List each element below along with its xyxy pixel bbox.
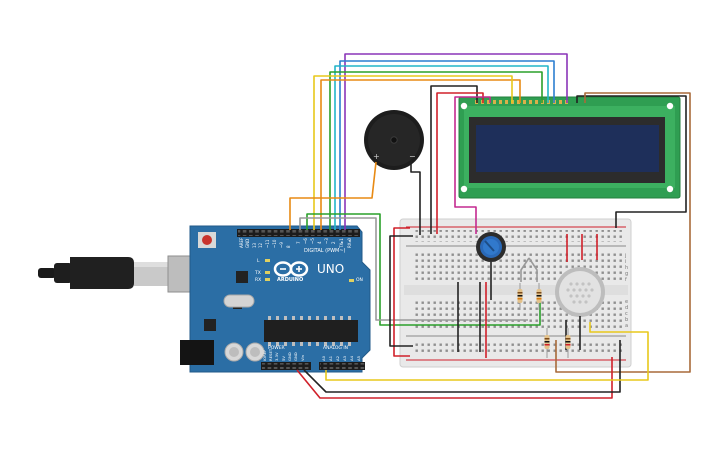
pin-label: ~11 (265, 239, 270, 248)
pin-label: 5V (281, 356, 286, 361)
wire-blue (339, 60, 555, 230)
row-letter: f (625, 277, 627, 283)
pin-label: A5 (356, 355, 361, 361)
buzzer-icon[interactable]: + − (364, 110, 424, 170)
pin-label: A4 (349, 355, 354, 361)
pin-label: 7 (296, 241, 301, 244)
pin-label: 12 (258, 242, 263, 248)
wire-yellow-a0 (325, 322, 649, 381)
pin-label: GND (293, 352, 298, 361)
row-letter: b (625, 317, 628, 323)
pin-label: A0 (321, 355, 326, 361)
led-label-rx: RX (255, 277, 261, 283)
wire-green-2 (306, 213, 541, 326)
pin-label: ~10 (272, 239, 277, 248)
pin-label: ~9 (279, 242, 284, 248)
wire-black-buzzer (410, 160, 421, 235)
analog-header-label: ANALOG IN (323, 345, 348, 351)
pin-label: ~6 (303, 238, 308, 244)
pin-label: A2 (335, 355, 340, 361)
wire-green (329, 71, 543, 230)
pin-label: ~5 (310, 238, 315, 244)
arduino-logo-icon (273, 261, 309, 277)
pin-label: 4 (317, 241, 322, 244)
arduino-uno-label: UNO (317, 262, 344, 276)
wire-black-lcd (430, 85, 478, 234)
led-label-l: L (257, 258, 260, 264)
wire-orange-buzzer (289, 161, 377, 230)
potentiometer-icon[interactable] (476, 232, 506, 262)
pin-label: RX◂0 (347, 237, 352, 248)
breadboard-row-letters: j i h g f e d c b a (624, 253, 628, 329)
row-letter: h (625, 265, 628, 271)
row-letter: d (625, 305, 628, 311)
pin-label: TX▸1 (339, 238, 344, 249)
digital-pwm-label: DIGITAL (PWM~) (304, 248, 346, 254)
pin-label: GND (245, 239, 250, 248)
led-label-tx: TX (254, 270, 261, 276)
pin-label: GND (287, 352, 292, 361)
row-letter: a (625, 323, 628, 329)
pin-label: 13 (252, 242, 257, 248)
pin-label: RESET (268, 348, 273, 361)
pin-label: 8 (286, 245, 291, 248)
lcd-display-icon[interactable] (458, 96, 681, 199)
wire-black-rail (389, 235, 413, 347)
led-label-on: ON (356, 277, 363, 283)
wire-red-lcd (436, 92, 484, 234)
power-header-label: POWER (268, 345, 285, 351)
row-letter: e (625, 299, 628, 305)
wire-black-lcd2 (576, 95, 687, 228)
row-letter: g (625, 271, 628, 277)
row-letter: i (625, 259, 626, 265)
wire-brown (555, 92, 691, 373)
pin-label: 3.3V (274, 352, 279, 361)
wire-magenta (454, 96, 491, 234)
wire-purple (344, 53, 568, 230)
pin-label: IOREF (262, 350, 267, 361)
pin-label: Vin (300, 354, 305, 361)
pin-label: A1 (328, 355, 333, 361)
pin-label: ~3 (324, 238, 329, 244)
usb-cable-icon (38, 255, 193, 293)
wire-orange (320, 79, 521, 230)
arduino-brand-label: ARDUINO (277, 277, 303, 283)
wire-gray (299, 217, 528, 321)
wires (289, 53, 691, 399)
gas-sensor-icon[interactable] (555, 267, 605, 317)
wire-red-rail (393, 227, 410, 357)
buzzer-minus-label: − (409, 152, 416, 161)
resistor-icon (517, 283, 571, 358)
wire-yellow (313, 75, 513, 230)
row-letter: j (624, 253, 626, 259)
arduino-uno-board[interactable]: UNO ARDUINO DIGITAL (PWM~) POWER ANALOG … (180, 225, 371, 373)
pin-label: AREF (239, 237, 244, 248)
pin-label: 2 (331, 241, 336, 244)
wire-red-5v (296, 357, 613, 399)
buzzer-plus-label: + (373, 152, 380, 161)
pin-label: A3 (342, 355, 347, 361)
row-letter: c (625, 311, 628, 317)
wire-cyan (334, 65, 549, 230)
wire-black-gnd (303, 340, 621, 393)
